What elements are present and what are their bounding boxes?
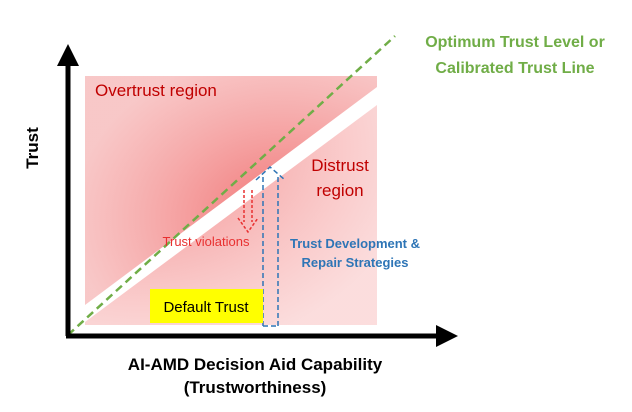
default-trust-box [150,289,263,323]
repair-strategies-label-line2: Repair Strategies [302,255,409,270]
trust-violations-arrow [237,190,259,234]
calibration-label-line1: Optimum Trust Level or [425,34,605,51]
y-axis-label: Trust [23,127,42,169]
calibration-line [67,35,396,336]
x-axis-label-line1: AI-AMD Decision Aid Capability [128,355,383,374]
trust-violations-label: Trust violations [163,234,250,249]
distrust-label-line1: Distrust [311,156,369,175]
x-axis-arrowhead [436,325,458,347]
y-axis-arrowhead [57,44,79,66]
distrust-label-line2: region [316,181,363,200]
x-axis-label-line2: (Trustworthiness) [184,378,327,397]
distrust-region [85,105,377,325]
default-trust-label: Default Trust [163,299,249,316]
repair-strategies-label-line1: Trust Development & [290,236,420,251]
calibration-label-line2: Calibrated Trust Line [435,60,594,77]
overtrust-label: Overtrust region [95,81,217,100]
overtrust-region [85,76,377,305]
